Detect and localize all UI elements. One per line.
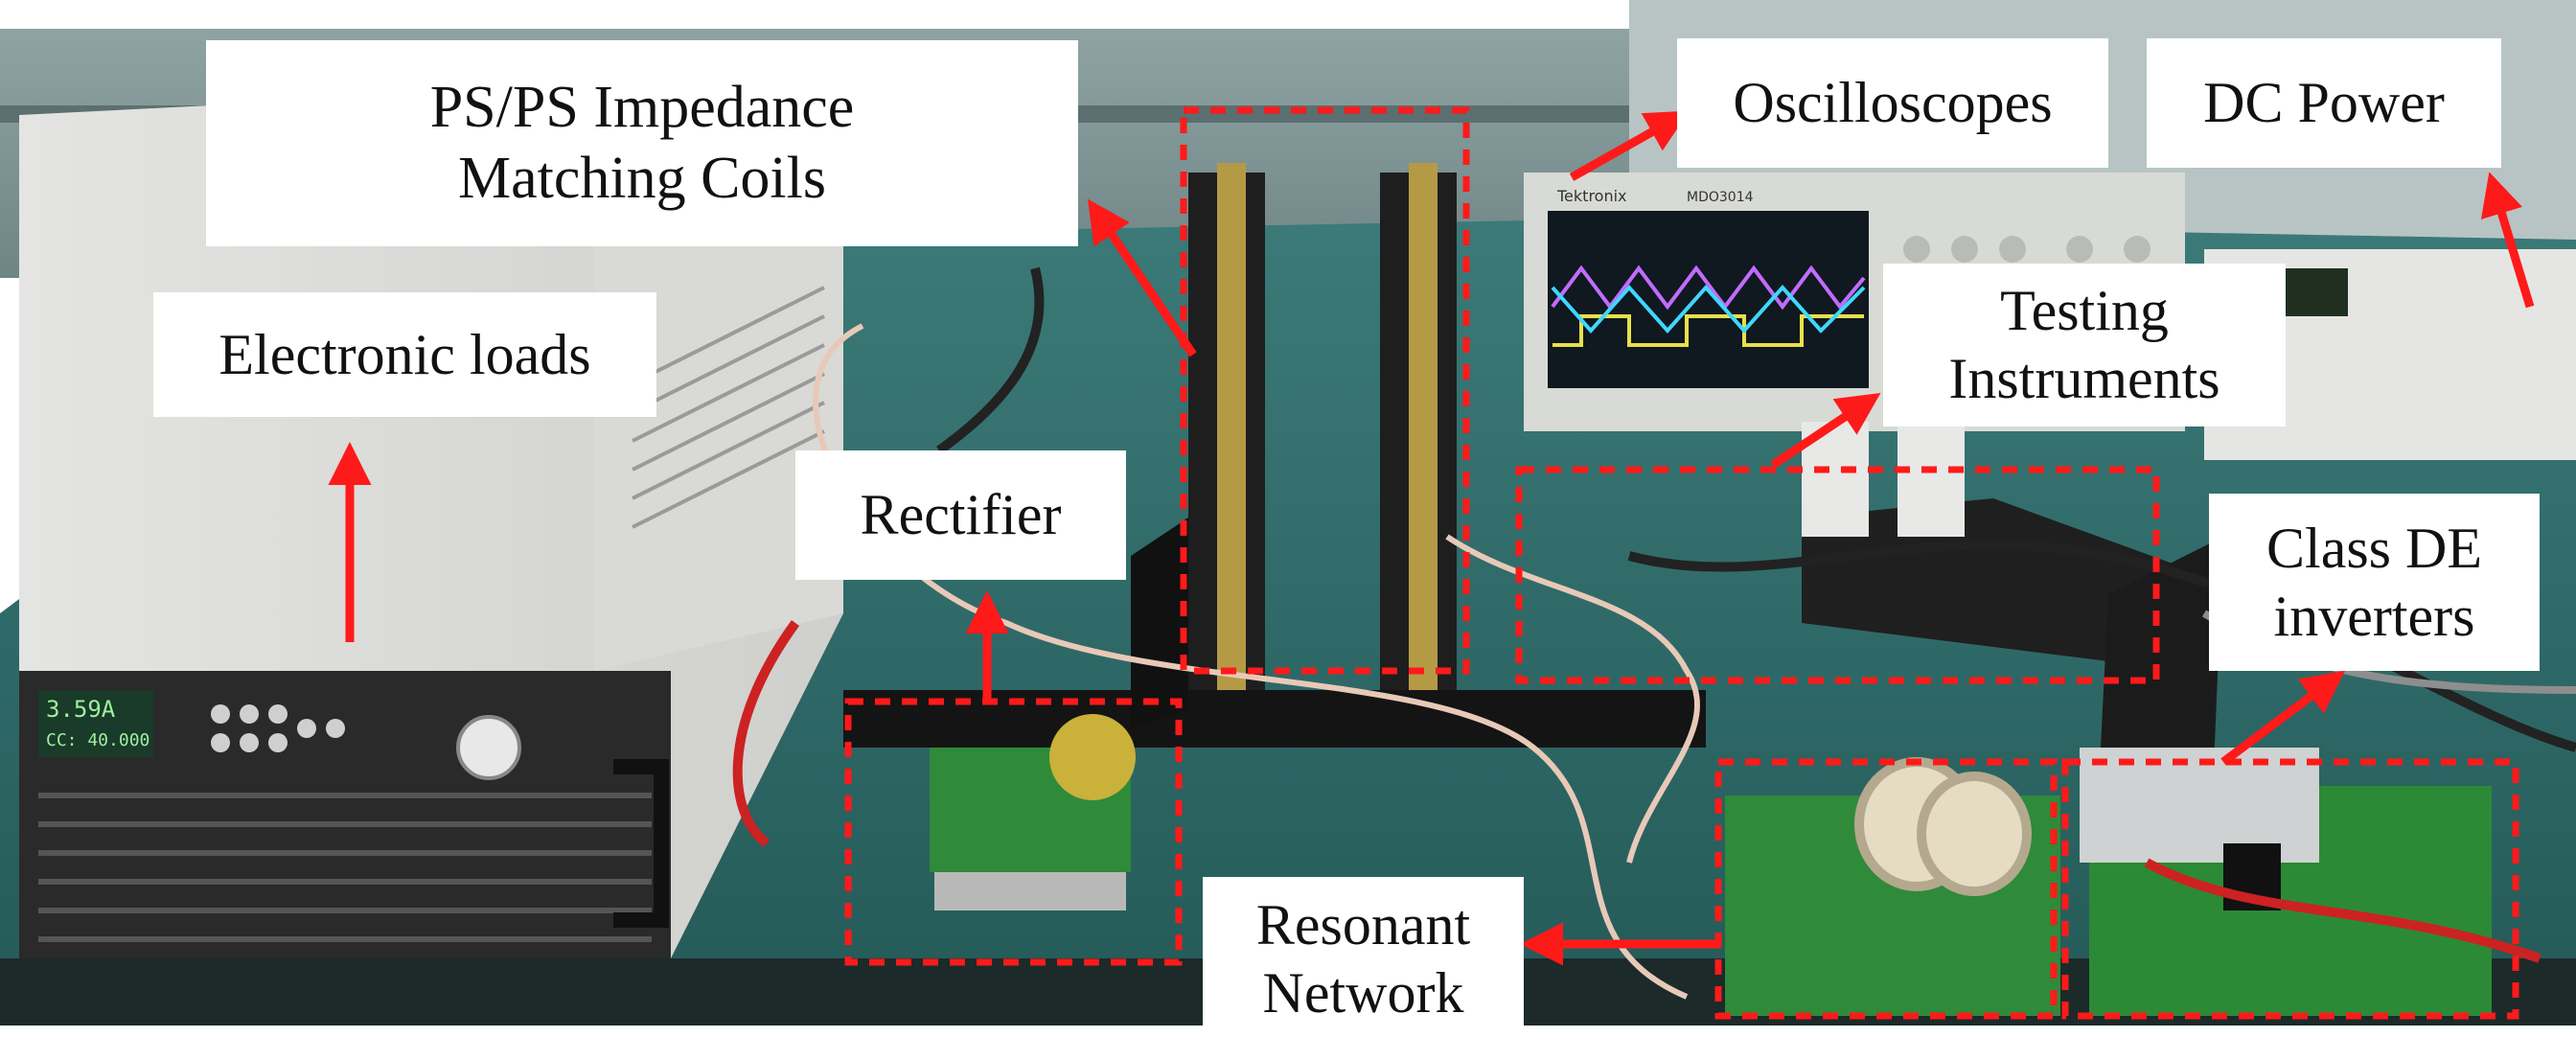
scope-model: MDO3014 xyxy=(1687,190,1754,205)
current-probes xyxy=(1802,422,2223,786)
rectifier-board xyxy=(930,714,1136,910)
inverter-board xyxy=(2080,748,2492,1016)
scope-brand: Tektronix xyxy=(1556,187,1627,205)
coils-dashed-box xyxy=(1180,106,1470,675)
arrow-class-de xyxy=(2220,670,2346,766)
label-electronic-loads: Electronic loads xyxy=(153,292,656,417)
label-testing-instruments: Testing Instruments xyxy=(1883,264,2286,426)
resonant-network-board xyxy=(1725,757,2060,1016)
label-rectifier: Rectifier xyxy=(795,450,1126,580)
label-dc-power: DC Power xyxy=(2147,38,2501,168)
label-oscilloscopes: Oscilloscopes xyxy=(1677,38,2108,168)
rectifier-dashed-box xyxy=(844,698,1183,966)
arrow-coils xyxy=(1087,198,1197,357)
load-display-current: 3.59A xyxy=(46,696,116,723)
arrow-testing-instruments xyxy=(1770,393,1881,469)
arrow-dc-power xyxy=(2480,172,2535,309)
resonant-dashed-box xyxy=(1714,758,2058,1020)
load-display-setting: CC: 40.000 xyxy=(46,730,150,750)
label-resonant-network: Resonant Network xyxy=(1203,877,1524,1042)
inverter-dashed-box xyxy=(2061,758,2519,1020)
label-ps-ps-coils: PS/PS Impedance Matching Coils xyxy=(206,40,1078,246)
arrow-oscilloscopes xyxy=(1569,110,1690,181)
testing-dashed-box xyxy=(1515,466,2160,684)
label-class-de-inverters: Class DE inverters xyxy=(2209,494,2540,671)
